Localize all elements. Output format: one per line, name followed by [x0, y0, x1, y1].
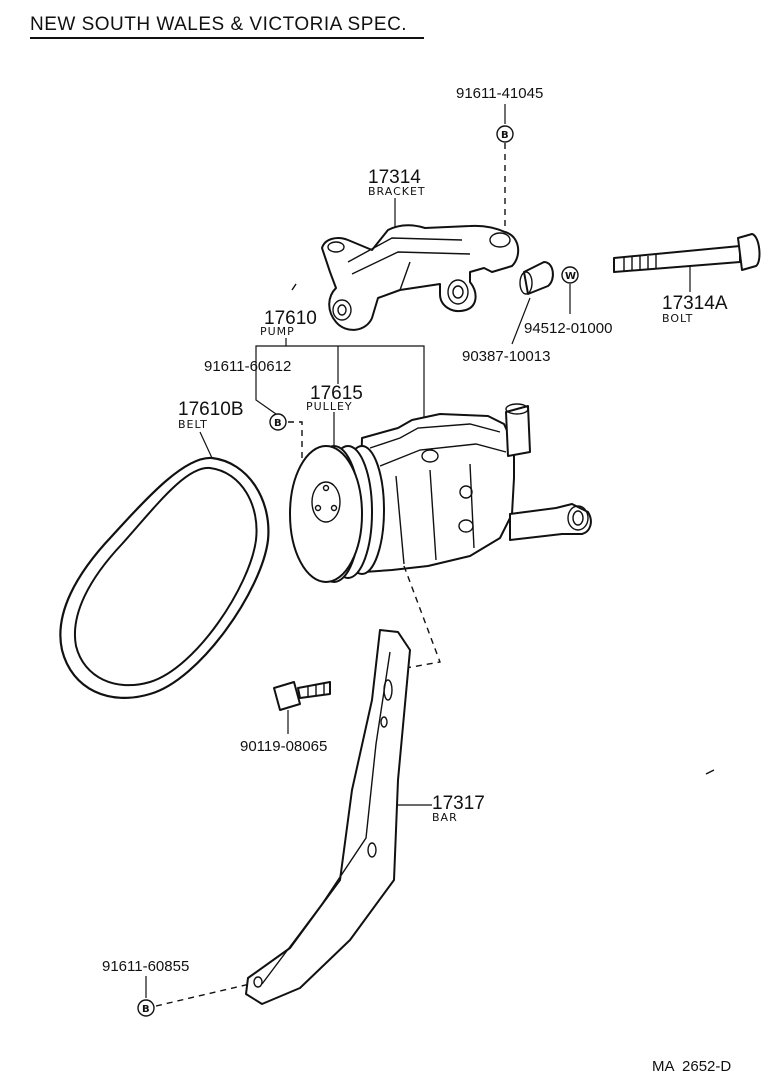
bar-number: 17317 — [432, 793, 485, 814]
bolt-top-number: 91611-41045 — [456, 85, 543, 102]
bar-bolt — [273, 681, 331, 711]
bracket-name: BRACKET — [368, 185, 426, 198]
drive-belt — [59, 456, 270, 699]
long-bolt — [613, 233, 761, 273]
bolt-bottom-badge: B — [137, 999, 155, 1017]
bolt-pump-number: 91611-60612 — [204, 358, 291, 375]
pulley — [289, 445, 385, 583]
svg-text:B: B — [142, 1004, 150, 1015]
collar-number: 90387-10013 — [462, 348, 550, 365]
bracket-number: 17314 — [368, 167, 421, 188]
long-bolt-name: BOLT — [662, 312, 693, 325]
pulley-name: PULLEY — [306, 400, 353, 413]
power-steering-pump — [359, 403, 592, 573]
drawing-code: MA 2652-D — [652, 1058, 731, 1075]
washer-number: 94512-01000 — [524, 320, 612, 337]
svg-text:B: B — [274, 418, 282, 429]
pump-name: PUMP — [260, 325, 295, 338]
belt-number: 17610B — [178, 399, 244, 420]
belt-name: BELT — [178, 418, 208, 431]
bar-bolt-number: 90119-08065 — [240, 738, 327, 755]
long-bolt-number: 17314A — [662, 293, 728, 314]
washer-badge: W — [561, 266, 579, 284]
svg-text:B: B — [501, 130, 509, 141]
bar-name: BAR — [432, 811, 458, 824]
bolt-pump-badge: B — [269, 413, 287, 431]
adjusting-bar — [245, 629, 411, 1005]
bracket — [321, 224, 520, 331]
pulley-number: 17615 — [310, 383, 363, 404]
bolt-top-badge: B — [496, 125, 514, 143]
collar — [519, 261, 554, 295]
svg-text:W: W — [565, 271, 576, 282]
bolt-bottom-number: 91611-60855 — [102, 958, 189, 975]
diagram-title: NEW SOUTH WALES & VICTORIA SPEC. — [30, 14, 407, 35]
pump-number: 17610 — [264, 308, 317, 329]
